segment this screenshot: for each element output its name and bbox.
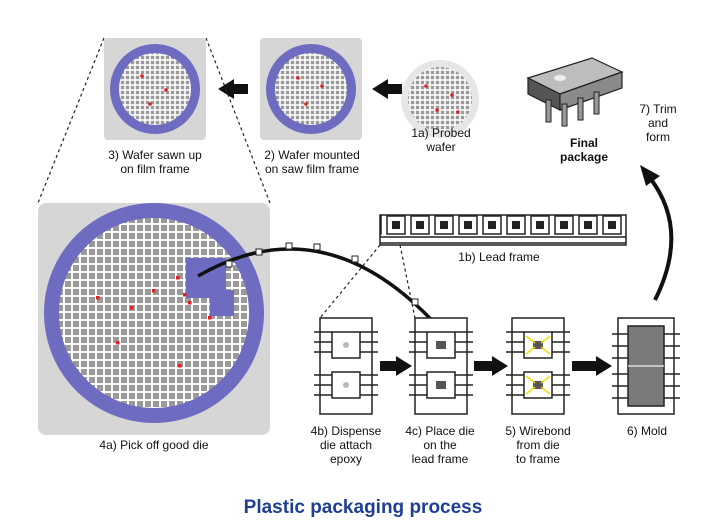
arrow-1a-to-2 [372, 79, 402, 99]
zoom-lines [37, 37, 416, 319]
label-wirebond: 5) Wirebond from die to frame [498, 424, 578, 466]
label-place-die: 4c) Place die on the lead frame [398, 424, 482, 466]
label-line: 7) Trim [639, 102, 677, 116]
label-mold: 6) Mold [616, 424, 678, 438]
label-line: 6) Mold [626, 424, 667, 438]
label-line: 3) Wafer sawn up [108, 148, 202, 162]
arrow-mold-to-final [640, 165, 674, 301]
lead-frame-strip [379, 214, 627, 246]
label-line: epoxy [329, 452, 363, 466]
arrow-2-to-3 [218, 79, 248, 99]
label-probed-wafer: 1a) Probed wafer [396, 126, 486, 154]
wafer-on-saw-frame [260, 38, 362, 140]
label-line: and [647, 116, 669, 130]
label-line: 1b) Lead frame [458, 250, 540, 264]
pick-die-wafer [38, 203, 270, 435]
label-line: 4a) Pick off good die [99, 438, 209, 452]
label-line: wafer [426, 140, 456, 154]
label-line: on the [423, 438, 457, 452]
label-line: Final [569, 136, 598, 150]
wafer-sawn-up [104, 38, 206, 140]
label-trim-form: 7) Trim and form [628, 102, 688, 144]
diagram-title: Plastic packaging process [243, 497, 483, 518]
probed-wafer [401, 60, 479, 138]
label-line: lead frame [411, 452, 469, 466]
label-line: 2) Wafer mounted [264, 148, 360, 162]
label-line: from die [516, 438, 560, 452]
dispense-epoxy-frame [314, 317, 378, 415]
label-line: on film frame [120, 162, 190, 176]
label-wafer-sawn: 3) Wafer sawn up on film frame [92, 148, 218, 176]
label-line: to frame [515, 452, 560, 466]
label-pick-die: 4a) Pick off good die [60, 438, 248, 452]
label-line: package [559, 150, 609, 164]
label-line: form [646, 130, 670, 144]
mold-frame [612, 317, 680, 415]
arrow-4b-to-4c [380, 356, 412, 376]
label-line: 5) Wirebond [505, 424, 571, 438]
wirebond-frame [506, 317, 570, 415]
final-package-chip [526, 57, 624, 127]
label-lead-frame: 1b) Lead frame [444, 250, 554, 264]
label-line: on saw film frame [264, 162, 360, 176]
arrow-5-to-6 [572, 356, 612, 376]
label-line: die attach [319, 438, 373, 452]
label-line: 4b) Dispense [310, 424, 382, 438]
arrow-4c-to-5 [474, 356, 508, 376]
place-die-frame [409, 317, 473, 415]
label-dispense: 4b) Dispense die attach epoxy [306, 424, 386, 466]
label-line: 1a) Probed [411, 126, 471, 140]
label-line: 4c) Place die [405, 424, 475, 438]
label-wafer-mounted: 2) Wafer mounted on saw film frame [254, 148, 370, 176]
label-final-package: Final package [544, 136, 624, 164]
